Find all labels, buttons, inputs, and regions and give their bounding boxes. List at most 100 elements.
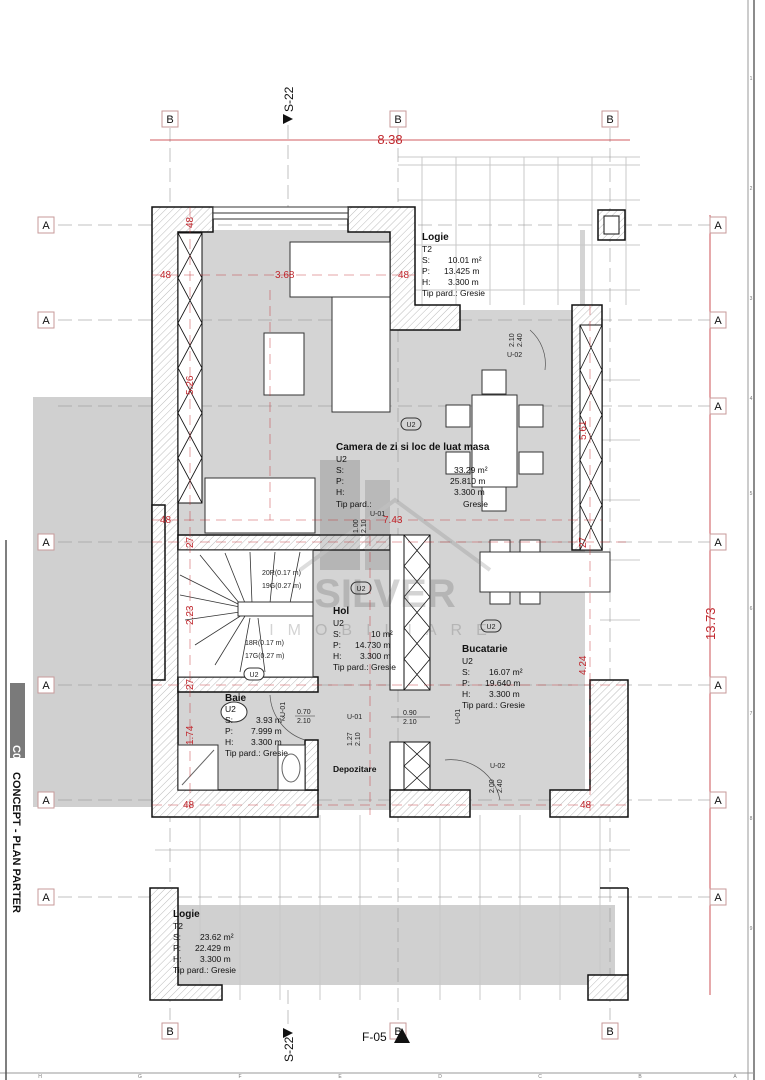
- svg-text:Tip pard.: Gresie: Tip pard.: Gresie: [462, 700, 525, 710]
- svg-text:H: H: [38, 1074, 42, 1080]
- svg-text:S:: S:: [333, 629, 341, 639]
- section-arrow-icon: [283, 1028, 293, 1038]
- svg-text:2.10: 2.10: [361, 519, 368, 533]
- svg-text:A: A: [714, 680, 722, 692]
- dim-right-height: 5.61: [578, 420, 589, 440]
- svg-text:13.425 m: 13.425 m: [444, 266, 479, 276]
- dim-left-wall-top: 48: [160, 270, 172, 281]
- svg-text:P:: P:: [336, 476, 344, 486]
- svg-text:Depozitare: Depozitare: [333, 764, 377, 774]
- svg-text:SILVER: SILVER: [314, 572, 456, 616]
- wall-modules: [177, 232, 603, 818]
- svg-text:G: G: [138, 1074, 142, 1080]
- dim-stair-height: 2.23: [185, 605, 196, 625]
- svg-text:T2: T2: [422, 244, 432, 254]
- svg-text:2.10: 2.10: [355, 732, 362, 746]
- room-baie: Baie U2 S:3.93 m² P:7.999 m H:3.300 m Ti…: [225, 693, 288, 758]
- svg-text:3.300 m: 3.300 m: [489, 689, 520, 699]
- svg-text:19.640 m: 19.640 m: [485, 678, 520, 688]
- section-arrow-icon: [283, 114, 293, 124]
- svg-text:16.07 m²: 16.07 m²: [489, 667, 523, 677]
- svg-text:3.300 m: 3.300 m: [360, 651, 391, 661]
- svg-text:U2: U2: [336, 454, 347, 464]
- svg-text:0.70: 0.70: [297, 709, 311, 716]
- door-u02-top-code: U-02: [507, 352, 522, 359]
- svg-text:Tip pard.: Gresie: Tip pard.: Gresie: [225, 748, 288, 758]
- svg-text:Gresie: Gresie: [463, 499, 488, 509]
- svg-text:IMOBILIARE: IMOBILIARE: [269, 622, 501, 639]
- svg-text:2.40: 2.40: [517, 333, 524, 347]
- svg-text:A: A: [714, 220, 722, 232]
- svg-text:B: B: [606, 1026, 613, 1038]
- svg-text:P:: P:: [422, 266, 430, 276]
- svg-text:8: 8: [750, 816, 753, 822]
- svg-text:A: A: [42, 795, 50, 807]
- watermark-logo: SILVER IMOBILIARE: [269, 460, 501, 639]
- svg-text:10 m²: 10 m²: [371, 629, 393, 639]
- svg-text:Logie: Logie: [173, 909, 200, 920]
- svg-text:2.00: 2.00: [489, 779, 496, 793]
- dim-inner-width: 3.68: [275, 270, 295, 281]
- grid-markers-columns: B B B B B B: [161, 110, 619, 1040]
- svg-text:3.300 m: 3.300 m: [448, 277, 479, 287]
- svg-text:1: 1: [750, 76, 753, 82]
- svg-text:S:: S:: [422, 255, 430, 265]
- svg-text:D: D: [438, 1074, 442, 1080]
- door-kitchen-code: U-01: [455, 709, 462, 724]
- sheet-title: CONCEPT - PLAN PARTER: [10, 772, 22, 913]
- toilet: [220, 701, 248, 723]
- svg-text:6: 6: [750, 606, 753, 612]
- svg-text:A: A: [42, 537, 50, 549]
- svg-text:H:: H:: [462, 689, 471, 699]
- svg-text:S:: S:: [462, 667, 470, 677]
- terrace-tiles: [155, 156, 640, 1000]
- svg-text:H:: H:: [225, 737, 234, 747]
- svg-text:H:: H:: [333, 651, 342, 661]
- svg-text:2.10: 2.10: [403, 719, 417, 726]
- svg-text:A: A: [714, 401, 722, 413]
- svg-text:A: A: [42, 892, 50, 904]
- sofa-chaise: [331, 296, 391, 413]
- svg-text:A: A: [42, 220, 50, 232]
- sheet-code-tab: [10, 683, 25, 758]
- svg-text:Logie: Logie: [422, 232, 449, 243]
- svg-text:P:: P:: [173, 943, 181, 953]
- svg-text:A: A: [714, 537, 722, 549]
- staircase: 20R(0.17 m) 19G(0.27 m) 18R(0.17 m) 17G(…: [177, 549, 314, 678]
- zone-tags: U2 U2 U2 U2: [243, 417, 502, 681]
- svg-text:U2: U2: [407, 422, 416, 429]
- door-storage-code: U-01: [347, 714, 362, 721]
- dim-kitchen-height: 4.24: [578, 655, 589, 675]
- door-bath-code: U-01: [280, 702, 287, 717]
- svg-text:B: B: [394, 1026, 401, 1038]
- svg-text:E: E: [338, 1074, 342, 1080]
- svg-text:2.10: 2.10: [297, 718, 311, 725]
- svg-text:3.300 m: 3.300 m: [200, 954, 231, 964]
- svg-text:U2: U2: [487, 624, 496, 631]
- svg-text:U2: U2: [225, 704, 236, 714]
- svg-text:U2: U2: [357, 586, 366, 593]
- svg-text:U2: U2: [250, 672, 259, 679]
- svg-text:A: A: [42, 315, 50, 327]
- svg-text:10.01 m²: 10.01 m²: [448, 255, 482, 265]
- dim-bottom-left: 48: [183, 800, 195, 811]
- coffee-table: [263, 332, 305, 396]
- dim-top-wall: 48: [185, 216, 196, 228]
- svg-text:P:: P:: [333, 640, 341, 650]
- svg-text:14.730 m: 14.730 m: [355, 640, 390, 650]
- svg-text:H:: H:: [336, 487, 345, 497]
- svg-text:C: C: [538, 1074, 542, 1080]
- svg-text:A: A: [714, 315, 722, 327]
- dining-table: [471, 394, 518, 488]
- svg-text:4: 4: [750, 396, 753, 402]
- svg-text:T2: T2: [173, 921, 183, 931]
- svg-text:23.62 m²: 23.62 m²: [200, 932, 234, 942]
- border-numbers: 1 2 3 4 5 6 7 8 9: [750, 76, 753, 932]
- svg-text:A: A: [733, 1074, 737, 1080]
- svg-text:33.29 m²: 33.29 m²: [454, 465, 488, 475]
- svg-text:S:: S:: [173, 932, 181, 942]
- furniture: [177, 241, 611, 801]
- svg-text:25.810 m: 25.810 m: [450, 476, 485, 486]
- dim-bottom-right: 48: [580, 800, 592, 811]
